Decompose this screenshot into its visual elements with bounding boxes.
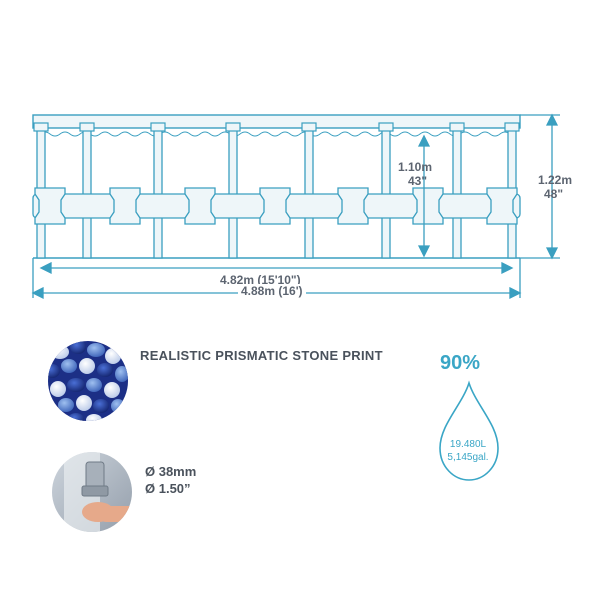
leg-cap [150, 122, 166, 132]
outer-width-label: 4.88m (16') [238, 284, 306, 298]
pool-leg [452, 127, 462, 259]
belt-connector [337, 187, 369, 225]
leg-cap [449, 122, 465, 132]
water-height-metric-label: 1.10m [398, 160, 433, 174]
belt-connectors [34, 187, 518, 225]
stone-print-swatch [48, 341, 128, 421]
pool-leg [304, 127, 314, 259]
belt-connector [486, 187, 518, 225]
leg-cap [33, 122, 49, 132]
pump-spec-imperial: Ø 1.50” [145, 481, 191, 496]
wall-height-arrow [520, 113, 560, 260]
leg-cap [79, 122, 95, 132]
water-drop-icon [439, 380, 499, 481]
water-height-imperial-label: 43" [408, 174, 428, 188]
belt-connector [184, 187, 216, 225]
pump-connection-photo [52, 452, 132, 532]
wall-height-imperial-label: 48" [544, 187, 564, 201]
leg-cap [378, 122, 394, 132]
belt-connector [109, 187, 141, 225]
water-line [39, 131, 511, 137]
pool-leg [153, 127, 163, 259]
leg-cap [504, 122, 520, 132]
belt-connector [412, 187, 444, 225]
leg-caps [33, 122, 520, 132]
pool-top-rail [32, 114, 521, 129]
leg-cap [225, 122, 241, 132]
inner-width-arrow [39, 261, 514, 275]
fill-percent: 90% [440, 352, 481, 374]
pump-spec-metric: Ø 38mm [145, 464, 197, 479]
leg-cap [301, 122, 317, 132]
capacity-gallons: 5,145gal. [447, 452, 489, 463]
capacity-liters: 19.480L [449, 439, 487, 450]
pool-leg [228, 127, 238, 259]
belt-connector [34, 187, 66, 225]
water-height-arrow [417, 134, 431, 258]
inner-width-label: 4.82m (15'10") [220, 273, 301, 287]
wall-height-metric-label: 1.22m [538, 173, 573, 187]
pool-leg [381, 127, 391, 259]
pool-leg [82, 127, 92, 259]
stone-print-title: REALISTIC PRISMATIC STONE PRINT [140, 348, 383, 363]
belt-connector [259, 187, 291, 225]
